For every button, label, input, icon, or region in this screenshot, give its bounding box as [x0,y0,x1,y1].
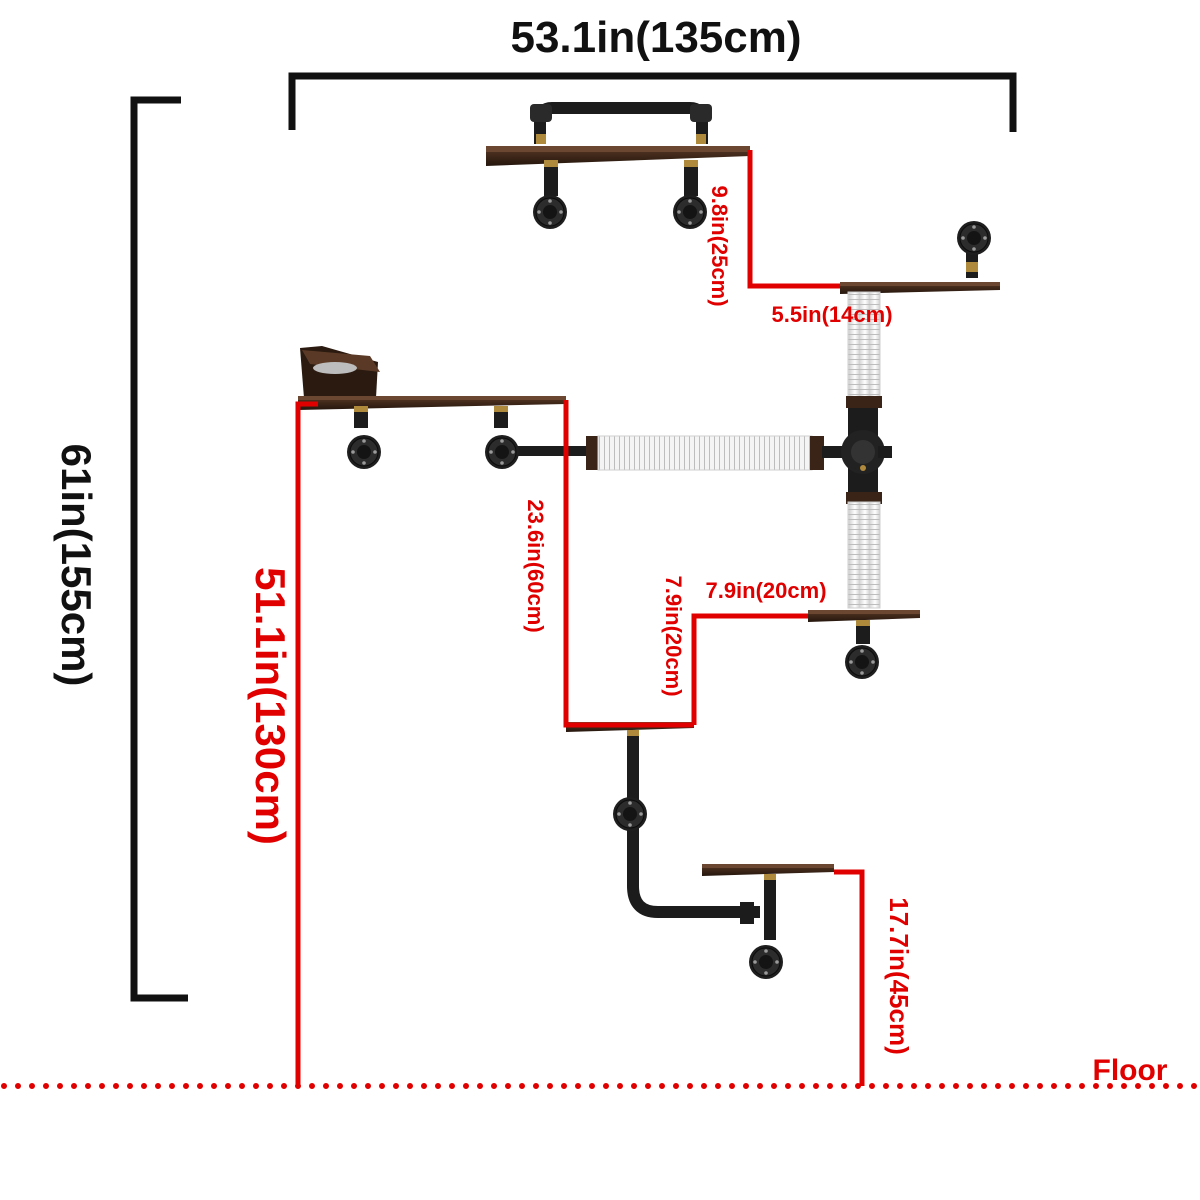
overall-width-bracket [288,72,1017,132]
wall-flange-icon [532,194,568,230]
step-top-horizontal-label: 5.5in(14cm) [771,302,892,327]
wall-flange-icon [612,796,648,832]
wall-flange-icon [844,644,880,680]
overall-width-label: 53.1in(135cm) [510,13,801,62]
bottom-shelf [702,864,834,940]
top-shelf-with-handle [486,102,750,196]
red-dimension-lines [295,150,865,1086]
right-middle-shelf [808,610,920,644]
wall-flange-icon [484,434,520,470]
left-shelf-with-bowl [298,346,601,456]
step-top-vertical-label: 9.8in(25cm) [707,185,732,306]
horizontal-sisal-post [597,435,813,471]
step-mid-vertical-label: 23.6in(60cm) [523,499,548,632]
pipe-cross-fitting [822,408,892,498]
wall-flange-icon [956,220,992,256]
bottom-shelf-height-label: 17.7in(45cm) [884,897,914,1055]
floor-label: Floor [1093,1054,1168,1087]
wall-flange-icon [748,944,784,980]
wall-flange-icon [672,194,708,230]
overall-height-label: 61in(155cm) [53,444,100,687]
center-step-shelf [566,722,760,924]
overall-height-bracket [130,96,188,1002]
top-shelf-height-label: 51.1in(130cm) [247,567,294,845]
step-low-vertical-label: 7.9in(20cm) [661,575,686,696]
step-low-horizontal-label: 7.9in(20cm) [705,578,826,603]
lower-sisal-post [847,501,881,609]
wall-flange-icon [346,434,382,470]
